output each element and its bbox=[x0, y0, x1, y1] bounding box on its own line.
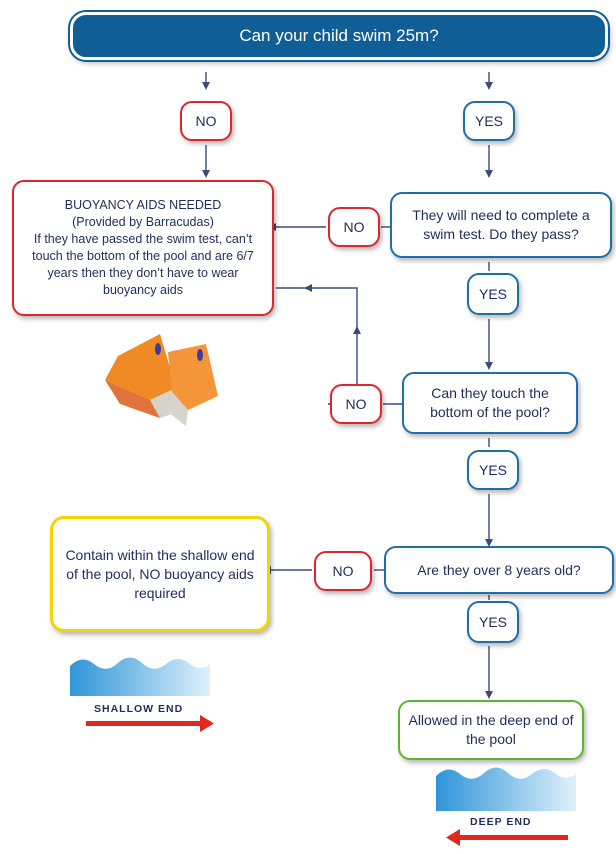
answer-yes-label: YES bbox=[474, 113, 503, 129]
shallow-end-box: Contain within the shallow end of the po… bbox=[50, 516, 270, 632]
touch-bottom-question: Can they touch the bottom of the pool? bbox=[430, 385, 550, 420]
swim-test-yes-badge: YES bbox=[467, 273, 519, 315]
touch-bottom-no-badge: NO bbox=[330, 384, 382, 424]
arrow-down-icon bbox=[485, 362, 493, 370]
buoyancy-heading: BUOYANCY AIDS NEEDED bbox=[64, 198, 222, 212]
shallow-water-icon bbox=[70, 657, 210, 696]
swim-test-question: They will need to complete a swim test. … bbox=[412, 207, 590, 242]
arrow-down-icon bbox=[485, 539, 493, 547]
deep-end-arrow-icon bbox=[446, 829, 568, 846]
over-8-yes-label: YES bbox=[478, 614, 507, 630]
buoyancy-aids-box: BUOYANCY AIDS NEEDED (Provided by Barrac… bbox=[12, 180, 274, 316]
swim-test-no-badge: NO bbox=[328, 207, 380, 247]
arrow-down-icon bbox=[485, 691, 493, 699]
arrow-down-icon bbox=[202, 82, 210, 90]
question-title-banner: Can your child swim 25m? bbox=[70, 12, 608, 60]
over-8-yes-badge: YES bbox=[467, 601, 519, 643]
answer-no-label: NO bbox=[195, 113, 217, 129]
arrow-left-icon bbox=[304, 284, 312, 292]
touch-bottom-yes-label: YES bbox=[478, 462, 507, 478]
shallow-end-message: Contain within the shallow end of the po… bbox=[65, 546, 255, 601]
deep-end-box: Allowed in the deep end of the pool bbox=[398, 700, 584, 760]
shallow-end-label: SHALLOW END bbox=[94, 703, 184, 715]
question-title: Can your child swim 25m? bbox=[239, 26, 439, 45]
swim-test-yes-label: YES bbox=[478, 286, 507, 302]
deep-end-label: DEEP END bbox=[470, 816, 532, 828]
armbands-icon bbox=[105, 334, 218, 426]
answer-no-badge: NO bbox=[180, 101, 232, 141]
touch-bottom-yes-badge: YES bbox=[467, 450, 519, 490]
arrow-up-icon bbox=[353, 326, 361, 334]
arrow-down-icon bbox=[485, 170, 493, 178]
over-8-no-label: NO bbox=[332, 563, 354, 579]
over-8-question: Are they over 8 years old? bbox=[417, 561, 581, 578]
touch-bottom-no-label: NO bbox=[345, 396, 367, 412]
arrow-down-icon bbox=[202, 170, 210, 178]
touch-bottom-box: Can they touch the bottom of the pool? bbox=[402, 372, 578, 434]
buoyancy-provider: (Provided by Barracudas) bbox=[72, 215, 214, 229]
over-8-no-badge: NO bbox=[314, 551, 372, 591]
deep-end-message: Allowed in the deep end of the pool bbox=[408, 712, 574, 747]
over-8-box: Are they over 8 years old? bbox=[384, 546, 614, 594]
shallow-end-arrow-icon bbox=[86, 715, 214, 732]
deep-water-icon bbox=[436, 767, 576, 811]
swim-test-no-label: NO bbox=[343, 219, 365, 235]
swim-test-box: They will need to complete a swim test. … bbox=[390, 192, 612, 258]
answer-yes-badge: YES bbox=[463, 101, 515, 141]
arrow-down-icon bbox=[485, 82, 493, 90]
buoyancy-exception: If they have passed the swim test, can’t… bbox=[32, 232, 254, 297]
